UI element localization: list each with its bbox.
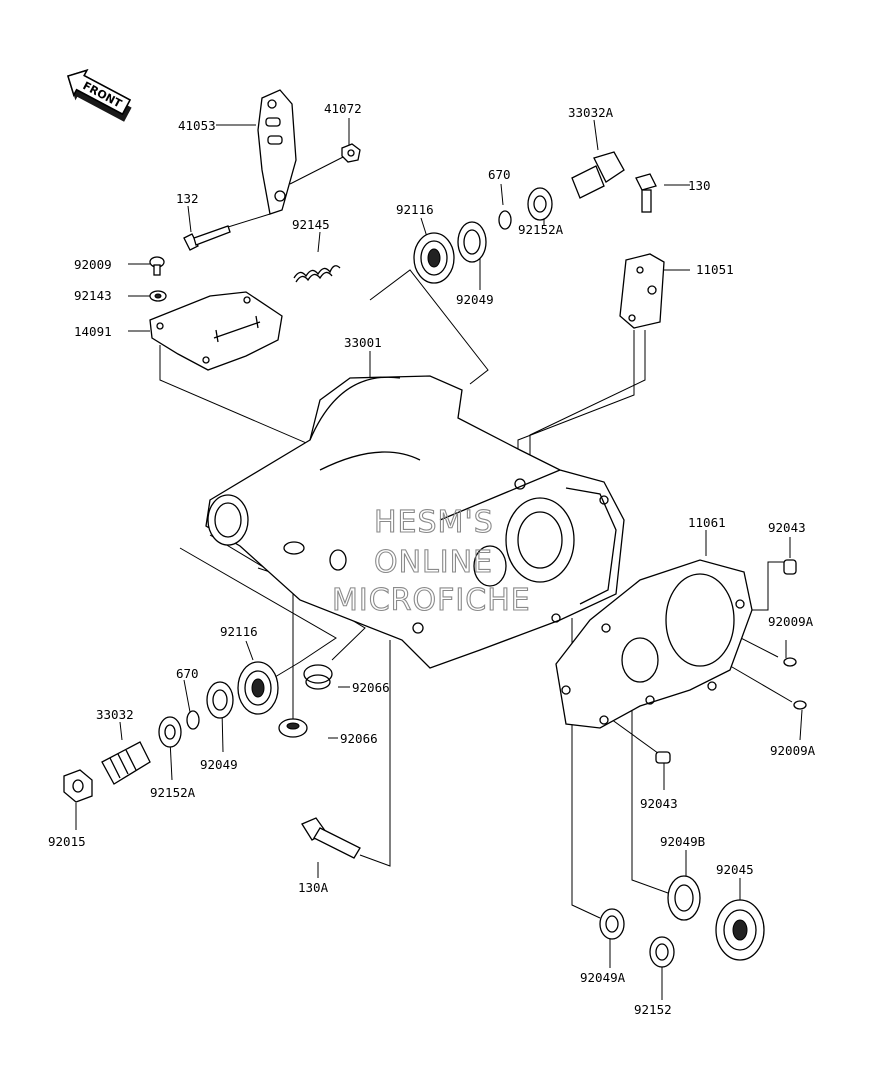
label-92043-top[interactable]: 92043 bbox=[768, 520, 806, 535]
label-132[interactable]: 132 bbox=[176, 191, 199, 206]
part-41072-nut bbox=[341, 143, 361, 163]
label-92049A[interactable]: 92049A bbox=[580, 970, 626, 985]
part-670-oring-low bbox=[186, 710, 200, 730]
part-92049B-seal bbox=[667, 875, 701, 921]
label-33032A[interactable]: 33032A bbox=[568, 105, 614, 120]
label-33001[interactable]: 33001 bbox=[344, 335, 382, 350]
label-33032[interactable]: 33032 bbox=[96, 707, 134, 722]
label-11061[interactable]: 11061 bbox=[688, 515, 726, 530]
watermark-line-1: HESM'S bbox=[374, 505, 494, 540]
part-92009A-screw-a bbox=[783, 657, 797, 667]
part-33032A-adjuster bbox=[571, 151, 625, 199]
label-92143[interactable]: 92143 bbox=[74, 288, 112, 303]
label-92066-a[interactable]: 92066 bbox=[352, 680, 390, 695]
part-92152A-washer-low bbox=[158, 716, 182, 748]
label-41072[interactable]: 41072 bbox=[324, 101, 362, 116]
label-92116-low[interactable]: 92116 bbox=[220, 624, 258, 639]
label-92066-b[interactable]: 92066 bbox=[340, 731, 378, 746]
label-41053[interactable]: 41053 bbox=[178, 118, 216, 133]
part-92066-plug-a bbox=[303, 664, 333, 690]
part-92043-dowel-low bbox=[655, 751, 671, 764]
label-92049B[interactable]: 92049B bbox=[660, 834, 705, 849]
label-130A[interactable]: 130A bbox=[298, 880, 329, 895]
part-labels: 41053 41072 33032A 670 130 132 92116 921… bbox=[48, 101, 816, 1017]
part-11061-gasket bbox=[555, 559, 753, 729]
watermark-line-2: ONLINE bbox=[374, 545, 493, 580]
part-14091-cover-plate bbox=[149, 291, 283, 371]
part-132-bolt bbox=[183, 225, 231, 251]
label-92145[interactable]: 92145 bbox=[292, 217, 330, 232]
label-92152A-low[interactable]: 92152A bbox=[150, 785, 196, 800]
part-92066-plug-b bbox=[278, 718, 308, 738]
label-92116-top[interactable]: 92116 bbox=[396, 202, 434, 217]
part-33001-housing bbox=[205, 375, 625, 669]
label-14091[interactable]: 14091 bbox=[74, 324, 112, 339]
label-92152A-top[interactable]: 92152A bbox=[518, 222, 564, 237]
label-92009[interactable]: 92009 bbox=[74, 257, 112, 272]
part-92009-screw bbox=[149, 256, 165, 276]
label-92043-low[interactable]: 92043 bbox=[640, 796, 678, 811]
part-130-bolt bbox=[635, 173, 657, 213]
label-92009A-a[interactable]: 92009A bbox=[768, 614, 814, 629]
label-92009A-b[interactable]: 92009A bbox=[770, 743, 816, 758]
part-92152-bushing bbox=[649, 936, 675, 968]
part-33032-adjuster bbox=[101, 741, 151, 785]
part-92049-seal-low bbox=[206, 681, 234, 719]
part-92116-bearing-low bbox=[237, 661, 279, 715]
part-92143-washer bbox=[149, 290, 167, 302]
part-41053-bracket bbox=[257, 89, 297, 215]
part-92152A-washer-top bbox=[527, 187, 553, 221]
part-92049A-seal bbox=[599, 908, 625, 940]
part-92009A-screw-b bbox=[793, 700, 807, 710]
part-130A-bolt bbox=[301, 817, 361, 859]
watermark-line-3: MICROFICHE bbox=[332, 583, 531, 618]
part-92116-bearing-top bbox=[413, 232, 455, 284]
label-92049-top[interactable]: 92049 bbox=[456, 292, 494, 307]
label-130[interactable]: 130 bbox=[688, 178, 711, 193]
front-arrow-icon: FRONT bbox=[67, 69, 132, 122]
part-92043-dowel-top bbox=[783, 559, 797, 575]
part-92045-bearing bbox=[715, 899, 765, 961]
label-670-low[interactable]: 670 bbox=[176, 666, 199, 681]
label-92152[interactable]: 92152 bbox=[634, 1002, 672, 1017]
part-11051-bracket bbox=[619, 253, 665, 329]
label-92045[interactable]: 92045 bbox=[716, 862, 754, 877]
part-92145-spring bbox=[293, 265, 341, 283]
label-670-top[interactable]: 670 bbox=[488, 167, 511, 182]
label-92015[interactable]: 92015 bbox=[48, 834, 86, 849]
label-11051[interactable]: 11051 bbox=[696, 262, 734, 277]
label-92049-low[interactable]: 92049 bbox=[200, 757, 238, 772]
watermark: HESM'S ONLINE MICROFICHE bbox=[331, 504, 531, 618]
part-670-oring-top bbox=[498, 210, 512, 230]
part-92015-nut bbox=[63, 769, 93, 803]
part-92049-seal-top bbox=[457, 221, 487, 263]
